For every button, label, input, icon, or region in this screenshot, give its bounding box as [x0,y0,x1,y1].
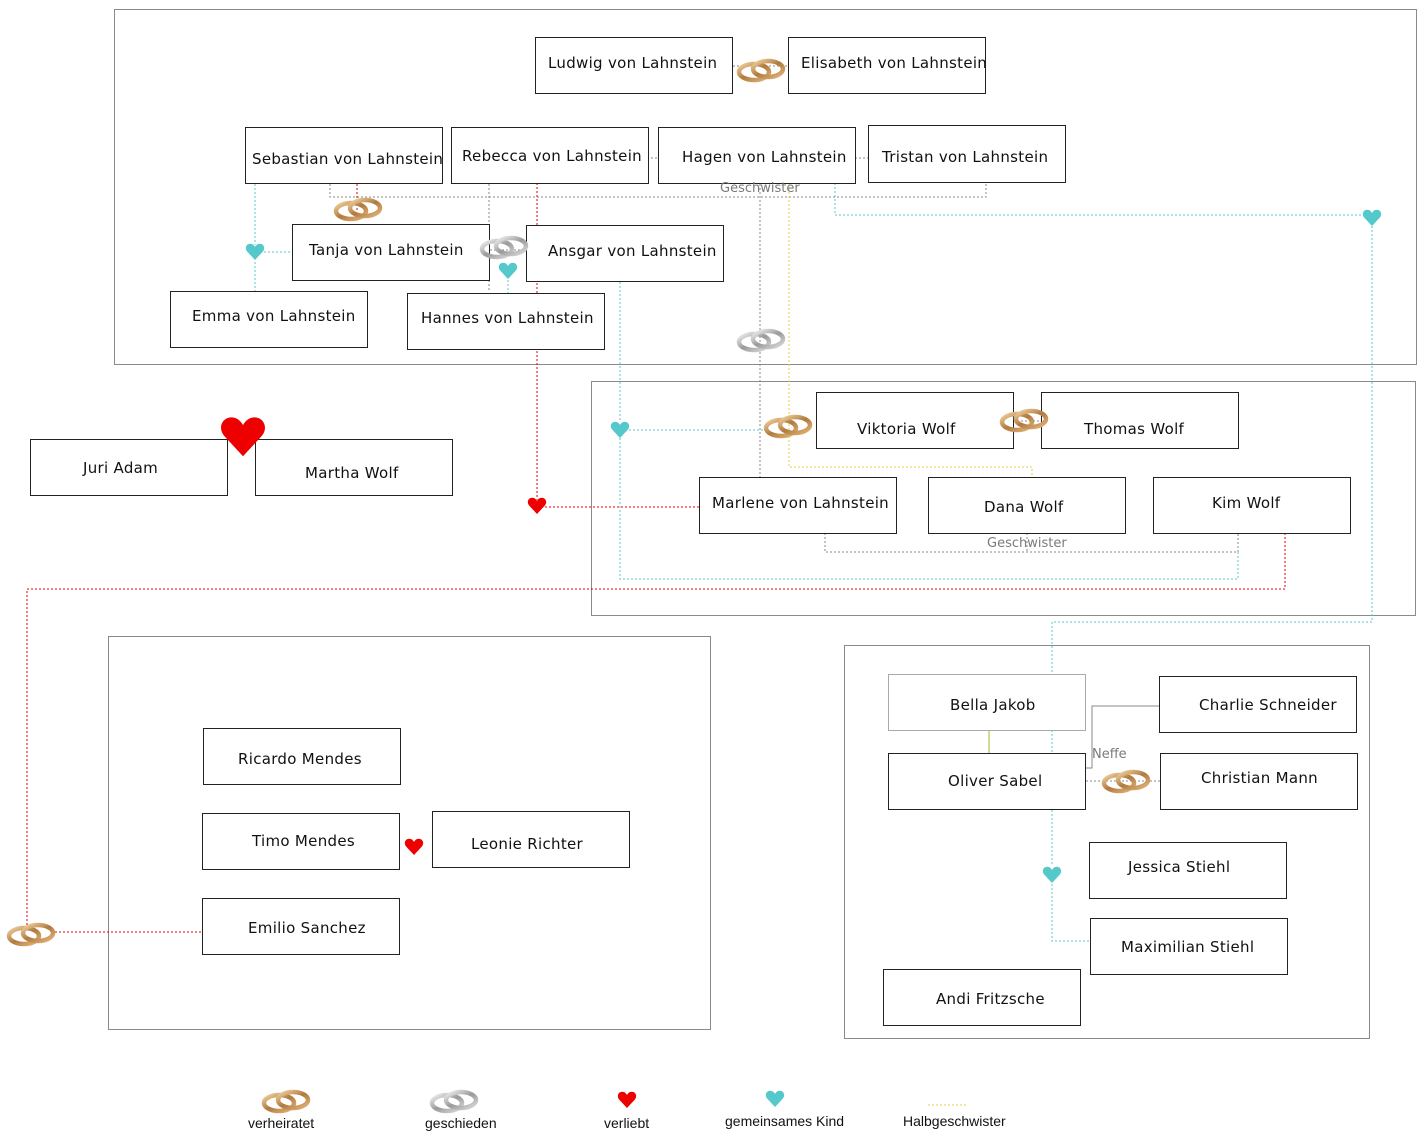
legend-half-siblings-label: Halbgeschwister [903,1113,1006,1129]
legend-in-love-icon [617,1090,637,1110]
person-martha[interactable]: Martha Wolf [255,439,453,496]
divorced-rings-icon [478,233,530,263]
person-name: Andi Fritzsche [936,990,1045,1008]
person-juri[interactable]: Juri Adam [30,439,228,496]
person-thomas[interactable]: Thomas Wolf [1041,392,1239,449]
child-heart-icon [1362,208,1382,228]
group-lahnstein [114,9,1417,365]
divorced-rings-icon [735,326,787,356]
person-name: Juri Adam [83,459,159,477]
person-name: Ludwig von Lahnstein [548,54,718,72]
person-name: Christian Mann [1201,769,1318,787]
person-christian[interactable]: Christian Mann [1160,753,1358,810]
legend-common-child-icon [765,1089,785,1109]
child-lines [254,183,1373,942]
person-name: Hagen von Lahnstein [682,148,847,166]
nephew-line [1086,705,1159,769]
person-name: Martha Wolf [305,464,399,482]
married-rings-icon [735,56,787,86]
legend-divorced-icon [428,1087,480,1117]
person-oliver[interactable]: Oliver Sabel [888,753,1086,810]
person-hannes[interactable]: Hannes von Lahnstein [407,293,605,350]
person-viktoria[interactable]: Viktoria Wolf [816,392,1014,449]
married-rings-icon [5,920,57,950]
person-tanja[interactable]: Tanja von Lahnstein [292,224,490,281]
legend-divorced-label: geschieden [425,1115,497,1131]
person-name: Viktoria Wolf [857,420,956,438]
half-sibling-line [788,184,1033,478]
person-name: Elisabeth von Lahnstein [801,54,988,72]
person-name: Tristan von Lahnstein [882,148,1049,166]
person-name: Sebastian von Lahnstein [252,150,444,168]
group-mendes [108,636,711,1030]
person-emilio[interactable]: Emilio Sanchez [202,898,400,955]
person-name: Emma von Lahnstein [192,307,356,325]
love-heart-icon [527,496,547,516]
person-timo[interactable]: Timo Mendes [202,813,400,870]
love-heart-icon [404,837,424,857]
person-name: Timo Mendes [252,832,355,850]
person-marlene[interactable]: Marlene von Lahnstein [699,477,897,534]
person-name: Tanja von Lahnstein [309,241,464,259]
person-name: Charlie Schneider [1199,696,1337,714]
married-rings-icon [1100,767,1152,797]
siblings-label-top: Geschwister [720,181,800,196]
person-name: Hannes von Lahnstein [421,309,594,327]
person-name: Maximilian Stiehl [1121,938,1255,956]
person-name: Kim Wolf [1212,494,1281,512]
person-ricardo[interactable]: Ricardo Mendes [203,728,401,785]
person-jessica[interactable]: Jessica Stiehl [1089,842,1287,899]
person-andi[interactable]: Andi Fritzsche [883,969,1081,1026]
married-rings-icon [998,406,1050,436]
legend-married-icon [260,1087,312,1117]
person-name: Rebecca von Lahnstein [462,147,642,165]
person-ansgar[interactable]: Ansgar von Lahnstein [526,225,724,282]
person-sebastian[interactable]: Sebastian von Lahnstein [245,127,443,184]
legend-in-love-label: verliebt [604,1115,650,1131]
person-name: Thomas Wolf [1084,420,1185,438]
group-sabel-stiehl [844,645,1370,1039]
person-name: Ricardo Mendes [238,750,362,768]
person-maximilian[interactable]: Maximilian Stiehl [1090,918,1288,975]
group-wolf [591,381,1416,616]
person-tristan[interactable]: Tristan von Lahnstein [868,125,1066,183]
person-hagen[interactable]: Hagen von Lahnstein [658,127,856,184]
siblings-label-wolf: Geschwister [987,536,1067,551]
person-name: Oliver Sabel [948,772,1043,790]
person-charlie[interactable]: Charlie Schneider [1159,676,1357,733]
married-rings-icon [762,412,814,442]
person-bella[interactable]: Bella Jakob [888,674,1086,731]
legend-married-label: verheiratet [248,1115,315,1131]
person-kim[interactable]: Kim Wolf [1153,477,1351,534]
person-rebecca[interactable]: Rebecca von Lahnstein [451,127,649,184]
person-name: Ansgar von Lahnstein [548,242,717,260]
person-name: Bella Jakob [950,696,1036,714]
married-rings-icon [332,195,384,225]
child-heart-icon [1042,865,1062,885]
child-heart-icon [245,242,265,262]
child-heart-icon [498,261,518,281]
person-elisabeth[interactable]: Elisabeth von Lahnstein [788,37,988,94]
person-dana[interactable]: Dana Wolf [928,477,1126,534]
love-heart-icon [219,413,267,461]
person-emma[interactable]: Emma von Lahnstein [170,291,368,348]
person-name: Marlene von Lahnstein [712,494,889,512]
person-name: Jessica Stiehl [1128,858,1231,876]
person-ludwig[interactable]: Ludwig von Lahnstein [535,37,733,94]
person-leonie[interactable]: Leonie Richter [432,811,630,868]
person-name: Dana Wolf [984,498,1064,516]
legend-common-child-label: gemeinsames Kind [725,1113,845,1129]
person-name: Emilio Sanchez [248,919,366,937]
nephew-label: Neffe [1092,747,1127,762]
child-heart-icon [610,420,630,440]
person-name: Leonie Richter [471,835,583,853]
